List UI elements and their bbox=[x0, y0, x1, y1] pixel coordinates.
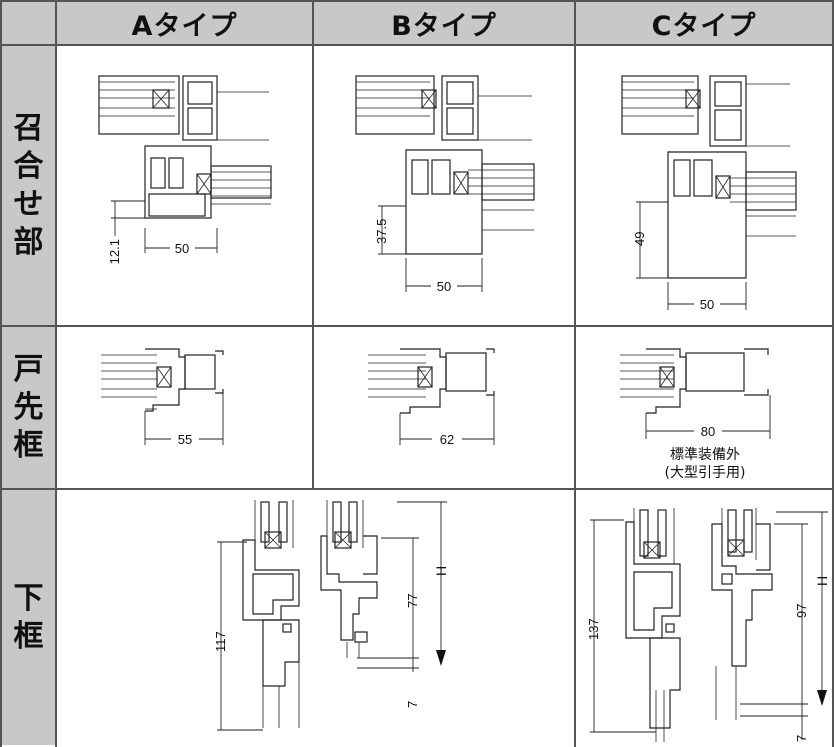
column-header-b: Bタイプ bbox=[314, 2, 574, 44]
row-header-char: 部 bbox=[13, 224, 44, 260]
dim-label-total: 137 bbox=[586, 618, 601, 640]
column-header-c: Cタイプ bbox=[576, 2, 832, 44]
door-stile-c-note: 標準装備外 (大型引手用) bbox=[640, 446, 770, 482]
row-header-door-stile: 戸 先 框 bbox=[2, 327, 55, 488]
dimension-total-137: 137 bbox=[586, 519, 656, 733]
dim-label-width: 50 bbox=[175, 241, 189, 256]
right-section bbox=[320, 500, 378, 658]
row-header-char: 合 bbox=[13, 148, 44, 184]
column-header-a: Aタイプ bbox=[57, 2, 312, 44]
row-header-char: 召 bbox=[13, 110, 44, 146]
dim-label-total: 117 bbox=[213, 631, 228, 652]
row-header-meeting-rail: 召 合 せ 部 bbox=[2, 46, 55, 325]
row-header-char: 框 bbox=[13, 618, 44, 654]
table-divider-h2 bbox=[0, 325, 834, 327]
dimension-height-37-5: 37.5 bbox=[374, 205, 406, 255]
upper-sash-section bbox=[98, 75, 269, 141]
door-stile-b-drawing: 62 bbox=[368, 348, 495, 447]
dimension-h-arrow: H bbox=[776, 511, 830, 706]
row-header-char: 先 bbox=[13, 389, 44, 425]
table-divider-h3 bbox=[0, 488, 834, 490]
corner-cell bbox=[2, 2, 55, 44]
dim-label-width: 55 bbox=[178, 432, 192, 447]
lower-sash-section bbox=[144, 145, 272, 219]
table-border-left bbox=[0, 0, 2, 747]
dimension-width-50: 50 bbox=[405, 258, 483, 294]
table-border-right bbox=[832, 0, 834, 747]
dim-label-upper: 77 bbox=[405, 594, 420, 608]
upper-sash-section bbox=[355, 75, 532, 141]
dim-label-lower: 7 bbox=[794, 735, 809, 742]
dim-label-width: 62 bbox=[440, 432, 454, 447]
door-stile-c-drawing: 80 bbox=[620, 348, 771, 439]
dim-label-height: 37.5 bbox=[374, 219, 389, 244]
dim-label-width: 50 bbox=[437, 279, 451, 294]
row-header-bottom-rail: 下 框 bbox=[2, 490, 55, 745]
dimension-height-12-1: 12.1 bbox=[107, 200, 145, 264]
dim-label-h: H bbox=[433, 566, 449, 576]
table-divider-v2 bbox=[312, 0, 314, 490]
dimension-lower-7: 7 bbox=[740, 715, 809, 742]
note-line-1: 標準装備外 bbox=[670, 447, 740, 463]
stile-section bbox=[101, 348, 224, 412]
table-divider-h1 bbox=[0, 44, 834, 46]
dimension-upper-97: 97 bbox=[740, 523, 809, 740]
dim-label-upper: 97 bbox=[794, 604, 809, 618]
table-divider-v3 bbox=[574, 0, 576, 747]
dimension-width-50: 50 bbox=[144, 228, 218, 256]
dimension-lower-7: 7 bbox=[357, 667, 420, 708]
left-section bbox=[242, 500, 300, 728]
stile-section bbox=[368, 348, 495, 414]
row-header-char: 下 bbox=[13, 580, 44, 616]
dimension-upper-77: 77 bbox=[357, 537, 420, 672]
dimension-h-arrow: H bbox=[397, 501, 449, 666]
lower-sash-section bbox=[667, 151, 797, 279]
meeting-rail-a-drawing: 12.1 50 bbox=[98, 75, 272, 264]
upper-sash-section bbox=[621, 75, 790, 147]
meeting-rail-c-drawing: 49 50 bbox=[621, 75, 797, 312]
left-section bbox=[625, 508, 681, 742]
dimension-width-50: 50 bbox=[667, 282, 747, 312]
stile-section bbox=[620, 348, 769, 414]
dimension-total-117: 117 bbox=[213, 541, 263, 731]
table-border-top bbox=[0, 0, 834, 2]
dimension-width-62: 62 bbox=[399, 395, 495, 447]
door-stile-a-drawing: 55 bbox=[101, 348, 224, 447]
bottom-rail-ab-drawing: 117 77 7 H bbox=[213, 500, 449, 731]
dimension-height-49: 49 bbox=[632, 201, 668, 279]
right-section bbox=[711, 508, 773, 720]
row-header-char: 框 bbox=[13, 427, 44, 463]
row-header-char: 戸 bbox=[13, 351, 44, 387]
meeting-rail-b-drawing: 37.5 50 bbox=[355, 75, 535, 294]
table-divider-v1 bbox=[55, 0, 57, 747]
dimension-width-55: 55 bbox=[144, 393, 224, 447]
dimension-width-80: 80 bbox=[645, 395, 771, 439]
lower-sash-section bbox=[405, 149, 535, 255]
bottom-rail-c-drawing: 137 97 7 H bbox=[586, 508, 830, 742]
dim-label-h: H bbox=[814, 576, 830, 586]
dim-label-width: 50 bbox=[700, 297, 714, 312]
note-line-2: (大型引手用) bbox=[664, 465, 746, 481]
dim-label-lower: 7 bbox=[405, 701, 420, 708]
dim-label-height: 12.1 bbox=[107, 239, 122, 264]
dim-label-height: 49 bbox=[632, 232, 647, 246]
dim-label-width: 80 bbox=[701, 424, 715, 439]
row-header-char: せ bbox=[13, 186, 44, 222]
